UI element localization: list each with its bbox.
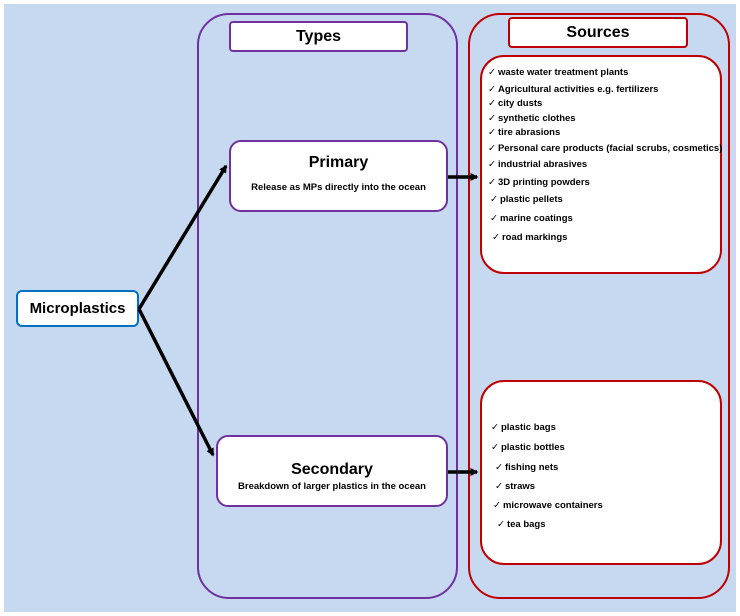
- secondary-sources-list: [480, 380, 722, 565]
- checkmark-icon: ✓: [493, 500, 501, 511]
- primary-source-item: ✓city dusts: [488, 98, 542, 110]
- primary-source-item: ✓plastic pellets: [490, 194, 563, 206]
- primary-node: Primary Release as MPs directly into the…: [229, 140, 448, 212]
- secondary-source-item: ✓fishing nets: [495, 462, 558, 474]
- microplastics-node: Microplastics: [16, 290, 139, 327]
- primary-source-item: ✓Agricultural activities e.g. fertilizer…: [488, 84, 658, 96]
- types-panel: [197, 13, 458, 599]
- primary-source-label: marine coatings: [499, 213, 573, 224]
- secondary-source-label: plastic bags: [500, 422, 556, 433]
- types-header-label: Types: [295, 27, 342, 45]
- secondary-source-item: ✓plastic bottles: [491, 442, 565, 454]
- secondary-source-item: ✓microwave containers: [493, 500, 603, 512]
- secondary-description: Breakdown of larger plastics in the ocea…: [238, 481, 426, 492]
- secondary-source-item: ✓straws: [495, 481, 535, 493]
- primary-description: Release as MPs directly into the ocean: [251, 182, 426, 193]
- primary-sources-list: [480, 55, 722, 274]
- secondary-source-label: microwave containers: [502, 500, 603, 511]
- primary-source-label: road markings: [501, 232, 568, 243]
- checkmark-icon: ✓: [491, 422, 499, 433]
- primary-source-item: ✓Personal care products (facial scrubs, …: [488, 143, 722, 155]
- checkmark-icon: ✓: [488, 98, 496, 109]
- secondary-source-label: tea bags: [506, 519, 546, 530]
- arrow-to-secondary: [137, 308, 215, 457]
- primary-source-item: ✓road markings: [492, 232, 567, 244]
- secondary-source-label: plastic bottles: [500, 442, 565, 453]
- primary-source-label: city dusts: [497, 98, 543, 109]
- checkmark-icon: ✓: [491, 442, 499, 453]
- checkmark-icon: ✓: [488, 113, 496, 124]
- primary-source-label: plastic pellets: [499, 194, 563, 205]
- primary-source-item: ✓industrial abrasives: [488, 159, 587, 171]
- primary-source-label: Agricultural activities e.g. fertilizers: [497, 84, 659, 95]
- checkmark-icon: ✓: [490, 213, 498, 224]
- primary-source-item: ✓tire abrasions: [488, 127, 560, 139]
- primary-source-item: ✓synthetic clothes: [488, 113, 576, 125]
- checkmark-icon: ✓: [488, 84, 496, 95]
- secondary-title: Secondary: [291, 461, 373, 478]
- primary-source-label: 3D printing powders: [497, 177, 590, 188]
- arrow-to-primary: [137, 164, 228, 310]
- checkmark-icon: ✓: [488, 177, 496, 188]
- types-header: Types: [229, 21, 408, 52]
- primary-title: Primary: [308, 154, 369, 171]
- primary-source-label: industrial abrasives: [497, 159, 588, 170]
- primary-source-item: ✓waste water treatment plants: [488, 67, 628, 79]
- sources-panel: [468, 13, 730, 599]
- sources-header: Sources: [508, 17, 688, 48]
- secondary-source-label: straws: [504, 481, 536, 492]
- checkmark-icon: ✓: [497, 519, 505, 530]
- secondary-source-item: ✓tea bags: [497, 519, 546, 531]
- primary-source-label: tire abrasions: [497, 127, 561, 138]
- checkmark-icon: ✓: [488, 127, 496, 138]
- checkmark-icon: ✓: [488, 159, 496, 170]
- primary-source-label: synthetic clothes: [497, 113, 576, 124]
- checkmark-icon: ✓: [495, 462, 503, 473]
- primary-source-item: ✓3D printing powders: [488, 177, 590, 189]
- checkmark-icon: ✓: [490, 194, 498, 205]
- microplastics-label: Microplastics: [29, 300, 126, 317]
- primary-source-label: Personal care products (facial scrubs, c…: [497, 143, 723, 154]
- secondary-source-item: ✓plastic bags: [491, 422, 556, 434]
- checkmark-icon: ✓: [495, 481, 503, 492]
- checkmark-icon: ✓: [492, 232, 500, 243]
- primary-source-item: ✓marine coatings: [490, 213, 573, 225]
- secondary-node: Secondary Breakdown of larger plastics i…: [216, 435, 448, 507]
- primary-source-label: waste water treatment plants: [497, 67, 629, 78]
- sources-header-label: Sources: [566, 23, 630, 41]
- secondary-source-label: fishing nets: [504, 462, 559, 473]
- checkmark-icon: ✓: [488, 67, 496, 78]
- checkmark-icon: ✓: [488, 143, 496, 154]
